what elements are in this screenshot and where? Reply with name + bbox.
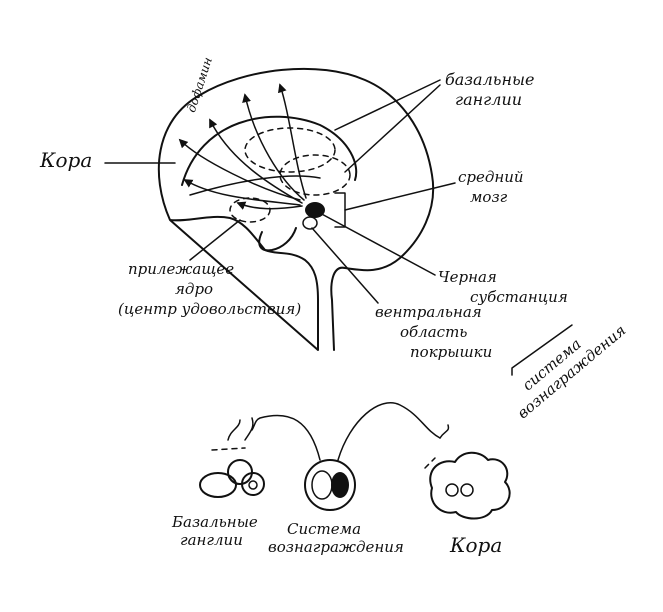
axon-left [251,414,321,461]
cell-schematic [199,402,511,520]
basal-ganglia-dashed-2 [279,154,351,196]
label-bottom-cortex: Кора [450,533,503,557]
nucleus-accumbens-dashed [229,197,271,223]
leader-vta [311,227,379,304]
leader-accumbens [189,219,241,261]
cortex-cell [429,451,511,520]
basal-dots [211,447,246,451]
label-vta-2: область [400,323,468,341]
cortex-eye-1 [445,483,459,497]
cortex-dots [424,457,436,469]
label-accumbens-1: прилежащее [128,260,235,278]
leader-nigra [317,211,436,276]
cortex-dendrite [439,424,450,439]
label-midbrain-1: средний [458,168,524,186]
dopamine-path-1 [183,179,301,206]
label-basal-ganglia-1: базальные [445,70,535,89]
vta-blob [302,216,318,230]
label-accumbens-2: ядро [175,280,214,298]
basal-cell-3 [241,472,265,496]
label-nigra-2: субстанция [470,288,568,306]
dopamine-path-3 [242,93,305,201]
dopamine-path-2 [209,118,303,204]
label-nigra-1: Черная [438,268,497,286]
basal-cell-1 [199,472,237,498]
basal-dendrite-1 [227,419,241,441]
reward-bracket [511,324,573,376]
basal-cell-3-nucleus [248,480,258,490]
reward-neuron-body [304,459,356,511]
cortex-eye-2 [460,483,474,497]
dopamine-path-5 [236,201,303,210]
label-basal-ganglia-2: ганглии [455,90,523,109]
corpus-callosum [181,115,358,186]
label-bottom-reward-2: вознаграждения [268,538,404,556]
reward-neuron-white [311,470,333,500]
axon-right [337,402,441,461]
substantia-nigra-blob [305,202,325,218]
dopamine-path-4 [278,83,307,199]
label-accumbens-3: (центр удовольствия) [118,300,302,318]
label-bottom-basal-1: Базальные [172,513,258,531]
label-cortex: Кора [40,148,93,172]
dopamine-path-6 [178,138,301,201]
label-bottom-reward-1: Система [287,520,362,538]
brainstem-notch [258,227,297,252]
basal-cell-2 [227,459,253,485]
brain-section [104,67,573,376]
label-midbrain-2: мозг [470,188,508,206]
leader-basal-2 [344,84,441,173]
label-vta-3: покрышки [410,343,493,361]
label-vta-1: вентральная [375,303,482,321]
leader-basal-1 [334,79,441,131]
leader-midbrain [344,182,456,211]
reward-neuron-black [331,472,349,498]
label-bottom-basal-2: ганглии [180,531,243,549]
